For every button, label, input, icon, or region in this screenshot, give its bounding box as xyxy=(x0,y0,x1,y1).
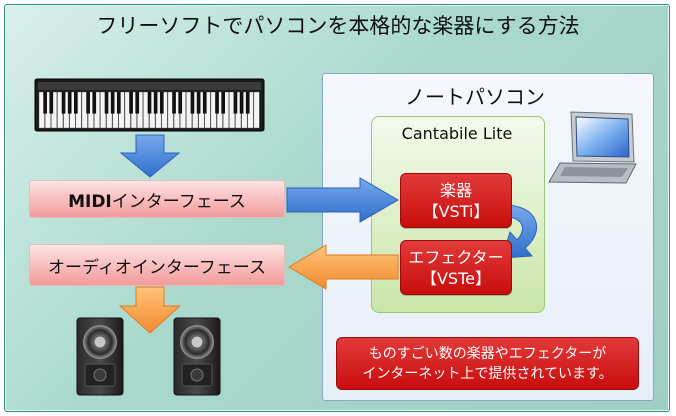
effector-plugin-name: エフェクター xyxy=(408,247,504,267)
info-note: ものすごい数の楽器やエフェクターが インターネット上で提供されています。 xyxy=(336,337,639,390)
page-title: フリーソフトでパソコンを本格的な楽器にする方法 xyxy=(96,14,580,38)
speaker-icon xyxy=(173,317,221,396)
midi-interface-label: インターフェース xyxy=(111,191,246,212)
midi-interface-box: MIDIインターフェース xyxy=(29,180,285,218)
info-note-line-1: ものすごい数の楽器やエフェクターが xyxy=(368,345,607,362)
audio-left-arrow xyxy=(288,244,399,290)
laptop-icon xyxy=(548,111,637,184)
midi-keyboard-icon xyxy=(34,78,265,132)
midi-down-arrow xyxy=(119,134,181,178)
instrument-plugin-type: 【VSTi】 xyxy=(422,201,490,221)
speaker-down-arrow xyxy=(118,286,182,334)
effector-plugin-box: エフェクター 【VSTe】 xyxy=(400,240,512,295)
speaker-icon xyxy=(76,317,124,396)
midi-right-arrow xyxy=(286,177,399,223)
audio-interface-box: オーディオインターフェース xyxy=(29,244,285,286)
midi-interface-label-bold: MIDI xyxy=(68,191,112,212)
instrument-plugin-name: 楽器 xyxy=(439,180,472,200)
host-title: Cantabile Lite xyxy=(401,124,513,143)
info-note-line-2: インターネット上で提供されています。 xyxy=(362,365,613,382)
laptop-panel-title: ノートパソコン xyxy=(405,85,545,109)
instrument-plugin-box: 楽器 【VSTi】 xyxy=(400,173,512,228)
effector-plugin-type: 【VSTe】 xyxy=(420,268,491,288)
audio-interface-label: オーディオインターフェース xyxy=(48,257,266,278)
